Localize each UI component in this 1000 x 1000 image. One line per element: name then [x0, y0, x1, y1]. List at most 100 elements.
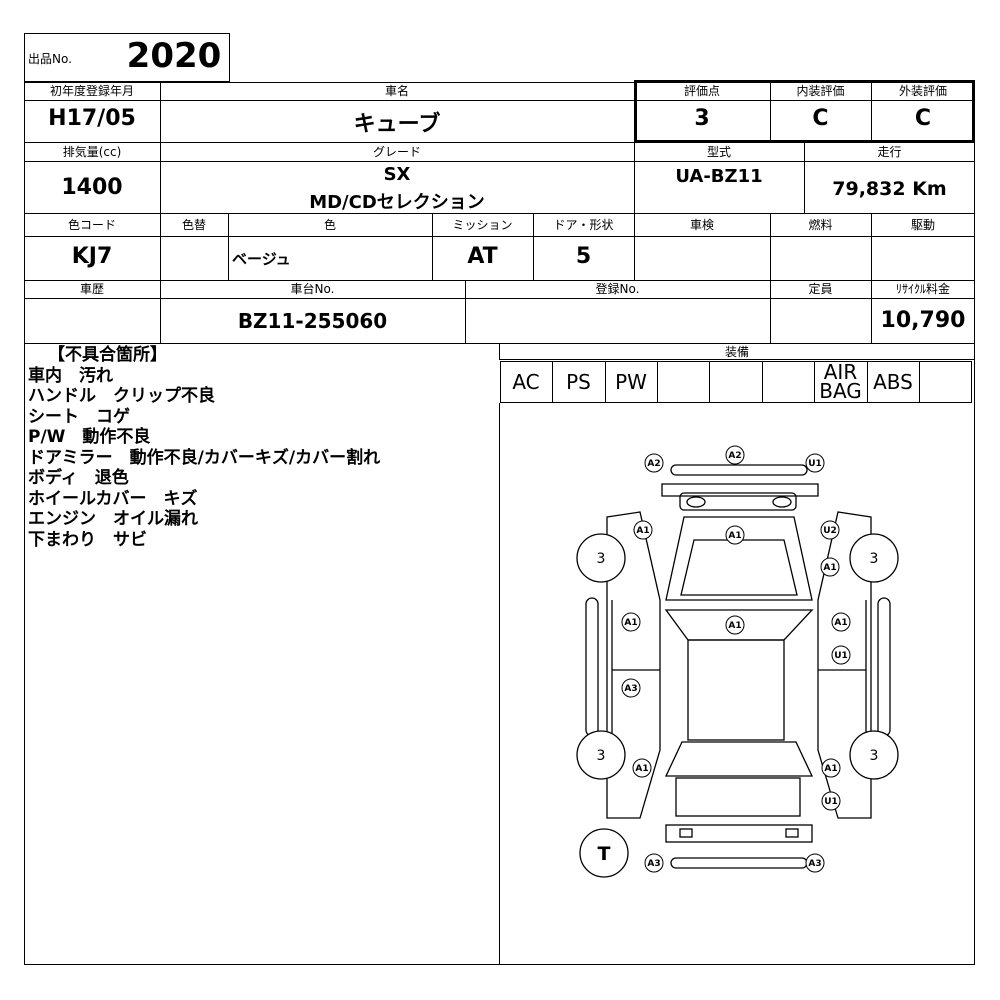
mission-label: ミッション: [452, 218, 513, 232]
color-code-label: 色コード: [67, 218, 116, 232]
first-reg-value: H17/05: [48, 106, 136, 131]
damage-mark: [621, 678, 641, 698]
equipment-row: [500, 361, 972, 403]
equip-airbag-line1: AIR: [823, 360, 858, 384]
tire-rear-right: [849, 730, 899, 780]
damage-mark: [820, 557, 840, 577]
damage-mark-group: A2 A2 U1 A1 A1 U2 A1 A1 A1 A1 U1 A3 A1 A…: [621, 445, 851, 873]
door-label: ドア・形状: [553, 218, 614, 232]
damage-mark-label: A1: [824, 764, 837, 774]
lot-number: 2020: [126, 36, 222, 76]
defect-item: ボディ 退色: [28, 468, 129, 488]
equip-ac: AC: [512, 370, 540, 394]
damage-mark: [633, 520, 653, 540]
model-label: 型式: [706, 145, 731, 159]
damage-mark-label: A1: [636, 526, 649, 536]
tire-spare-grade: T: [598, 843, 611, 865]
tire-rear-left-grade: 3: [597, 748, 606, 764]
score-box: [634, 80, 975, 143]
reg-no-label: 登録No.: [595, 282, 640, 296]
displacement-value: 1400: [61, 175, 123, 200]
lot-label: 出品No.: [28, 52, 72, 66]
defect-item: ホイールカバー キズ: [28, 488, 198, 509]
damage-mark-label: A1: [728, 531, 741, 541]
door-value: 5: [575, 244, 592, 269]
damage-mark: [725, 525, 745, 545]
mission-value: AT: [467, 244, 498, 269]
recycle-value: 10,790: [880, 308, 966, 333]
damage-mark-label: A1: [823, 563, 836, 573]
defect-item: 下まわり サビ: [28, 529, 147, 550]
drive-label: 駆動: [910, 218, 935, 232]
damage-mark: [831, 612, 851, 632]
damage-mark: [725, 445, 745, 465]
equipment-label: 装備: [724, 345, 749, 359]
color-code-value: KJ7: [71, 244, 113, 269]
grade-line1: SX: [383, 164, 411, 185]
damage-mark-label: A1: [635, 764, 648, 774]
score-value: 3: [694, 106, 710, 131]
defect-item: P/W 動作不良: [28, 427, 151, 447]
tire-front-right: [849, 533, 899, 583]
history-label: 車歴: [79, 282, 104, 296]
damage-mark-label: A1: [728, 621, 741, 631]
color-label: 色: [323, 218, 336, 232]
exterior-label: 外装評価: [898, 84, 947, 98]
recycle-label: ﾘｻｲｸﾙ料金: [895, 282, 950, 296]
damage-mark-label: A1: [624, 618, 637, 628]
damage-mark: [820, 520, 840, 540]
defects-panel: 【不具合箇所】 車内 汚れ ハンドル クリップ不良 シート コゲ P/W 動作不…: [28, 345, 496, 550]
damage-mark: [805, 453, 825, 473]
defect-item: シート コゲ: [28, 406, 130, 427]
damage-mark: [621, 612, 641, 632]
interior-value: C: [812, 106, 829, 131]
equip-airbag-line2: BAG: [819, 379, 862, 403]
tire-front-left: [576, 533, 626, 583]
damage-mark: [725, 615, 745, 635]
tire-rear-left: [576, 730, 626, 780]
damage-mark-label: A3: [624, 684, 637, 694]
chassis-value: BZ11-255060: [237, 309, 388, 333]
displacement-label: 排気量(cc): [62, 145, 122, 159]
defect-item: エンジン オイル漏れ: [28, 509, 198, 529]
chassis-label: 車台No.: [290, 282, 335, 296]
damage-mark-label: U1: [834, 651, 848, 661]
defect-item: 車内 汚れ: [28, 365, 113, 386]
mileage-label: 走行: [877, 145, 902, 159]
tire-front-right-grade: 3: [870, 551, 879, 567]
grade-line2: MD/CDセレクション: [309, 192, 485, 213]
damage-mark-label: A3: [808, 859, 821, 869]
tire-front-left-grade: 3: [597, 551, 606, 567]
fuel-label: 燃料: [808, 218, 833, 232]
exterior-value: C: [914, 106, 932, 131]
damage-mark-label: U1: [808, 459, 822, 469]
defect-item: ドアミラー 動作不良/カバーキズ/カバー割れ: [28, 447, 381, 468]
first-reg-label: 初年度登録年月: [49, 84, 134, 98]
damage-mark-label: U2: [823, 526, 837, 536]
score-label: 評価点: [683, 84, 720, 98]
mileage-value: 79,832 Km: [832, 178, 947, 200]
defects-title: 【不具合箇所】: [48, 345, 167, 365]
interior-label: 内装評価: [796, 84, 845, 98]
defect-item: ハンドル クリップ不良: [28, 386, 215, 406]
damage-mark: [821, 791, 841, 811]
tire-spare: [579, 828, 629, 878]
damage-mark: [644, 853, 664, 873]
damage-mark: [831, 645, 851, 665]
damage-mark-label: A2: [647, 459, 660, 469]
model-value: UA-BZ11: [675, 166, 763, 187]
car-name-label: 車名: [384, 84, 409, 98]
inspection-label: 車検: [689, 218, 714, 232]
damage-mark: [632, 758, 652, 778]
damage-mark-label: A2: [728, 451, 741, 461]
damage-mark-label: A1: [834, 618, 847, 628]
car-damage-diagram: 3 3 3 3 T A2 A2 U1 A1 A1 U2 A1 A1 A1 A1 …: [576, 445, 899, 878]
car-name-value: キューブ: [353, 112, 441, 137]
equip-pw: PW: [615, 370, 647, 394]
equip-abs: ABS: [873, 370, 913, 394]
damage-mark: [644, 453, 664, 473]
damage-mark: [821, 758, 841, 778]
lot-box: [24, 33, 230, 82]
grade-label: グレード: [372, 145, 421, 159]
damage-mark: [805, 853, 825, 873]
